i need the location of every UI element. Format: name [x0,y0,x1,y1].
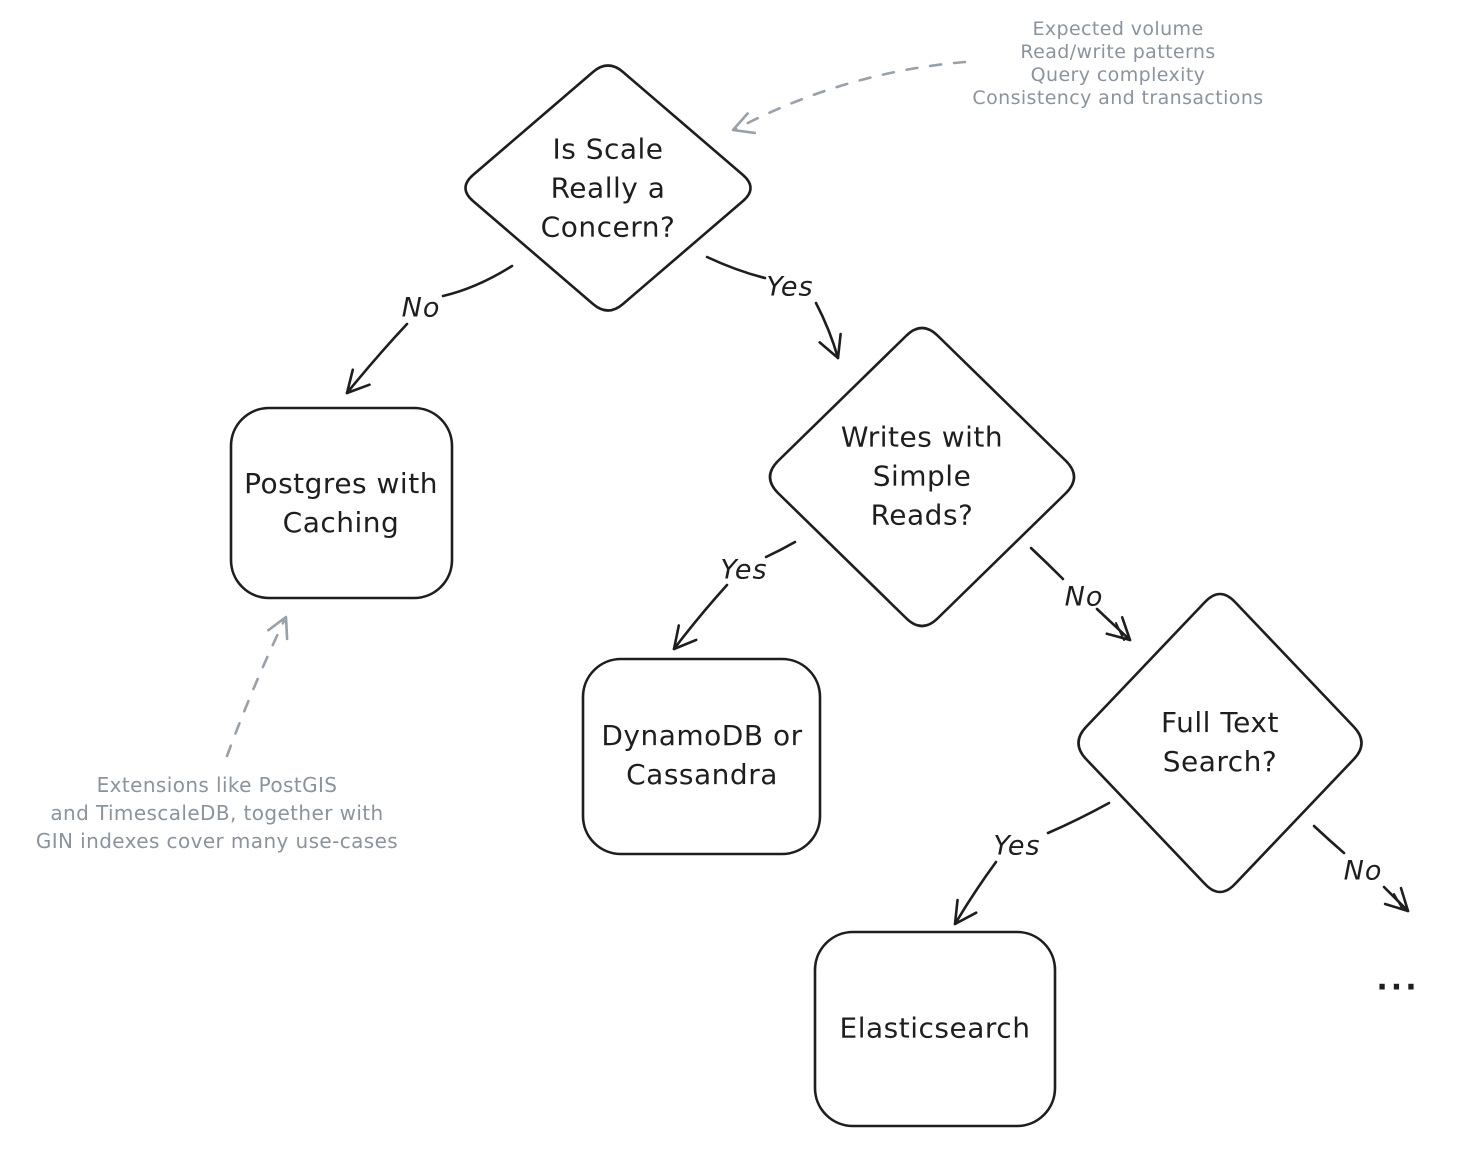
edge-label-scale-yes: Yes [766,271,814,303]
node-label-writes-with-simple-reads: Writes with Simple Reads? [840,420,1004,532]
edge-writes-no-arrow [1031,548,1130,640]
node-label-full-text-search: Full Text Search? [1161,706,1279,778]
node-label-elasticsearch: Elasticsearch [839,1011,1031,1045]
node-label-is-scale-a-concern: Is Scale Really a Concern? [540,132,676,244]
diamond-writes-with-simple-reads [770,328,1074,626]
edge-label-writes-no: No [1064,581,1104,613]
edge-label-writes-yes: Yes [720,554,768,586]
node-label-ellipsis: ... [1376,962,1420,998]
edge-label-scale-no: No [401,292,441,324]
annotation-postgres-extensions: Extensions like PostGIS and TimescaleDB,… [35,773,399,853]
edge-scale-yes-arrow [707,257,841,358]
edge-label-fulltext-no: No [1343,855,1383,887]
edge-scale-no-arrow [347,266,512,393]
edge-label-fulltext-yes: Yes [993,830,1041,862]
box-elasticsearch [815,932,1055,1126]
annotation-arrow-postgres-note [227,617,287,756]
edge-writes-yes-arrow [674,542,795,649]
node-label-postgres-with-caching: Postgres with Caching [244,467,438,539]
box-postgres-with-caching [231,408,452,598]
edge-fulltext-no-arrow [1314,826,1408,911]
box-dynamodb-or-cassandra [583,659,820,854]
edge-fulltext-yes-arrow [955,803,1109,924]
diamond-is-scale-a-concern [466,66,751,311]
annotation-considerations: Expected volume Read/write patterns Quer… [972,18,1264,109]
node-label-dynamodb-or-cassandra: DynamoDB or Cassandra [601,719,803,791]
annotation-arrow-considerations [733,62,965,133]
diamond-full-text-search [1079,594,1362,892]
